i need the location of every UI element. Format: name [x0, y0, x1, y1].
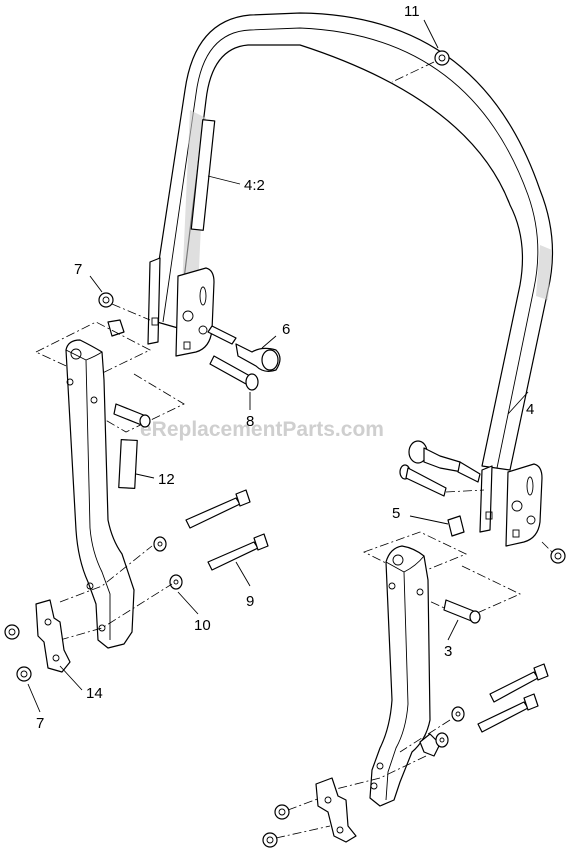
washer-right-upper [451, 706, 465, 722]
callout-10: 10 [194, 617, 211, 634]
callout-14: 14 [86, 685, 103, 702]
clip-5-right [447, 515, 465, 537]
nut-right-bracket [550, 548, 566, 564]
callout-3: 3 [444, 643, 452, 660]
spacer-right [443, 599, 481, 624]
left-lower-post [65, 339, 135, 649]
knob-pin-6-left [207, 325, 281, 372]
callout-5: 5 [392, 505, 400, 522]
nut-7-top [98, 292, 114, 308]
bolt-right-lower [477, 693, 539, 733]
washer-right-lower [435, 732, 449, 748]
washer-10-lower [169, 574, 183, 590]
bolt-9-lower-left [207, 533, 269, 571]
callout-12: 12 [158, 471, 175, 488]
nut-7-lower-b [16, 666, 32, 682]
pin-8 [209, 355, 259, 391]
callout-11: 11 [404, 3, 420, 20]
knob-pin-6-right [408, 440, 481, 483]
pin-8-right [399, 464, 447, 497]
nut-right-lower-a [274, 804, 290, 820]
spacer-left [113, 403, 151, 428]
callout-4: 4 [526, 401, 534, 418]
right-lower-post [369, 545, 441, 807]
callout-9: 9 [246, 593, 254, 610]
washer-10-upper [153, 536, 167, 552]
callout-8: 8 [246, 413, 254, 430]
plate-14-right [315, 777, 357, 843]
plate-14-left [35, 599, 71, 673]
callout-4-2: 4:2 [244, 177, 265, 194]
decal-12 [118, 439, 138, 489]
clip-5-left [107, 319, 125, 337]
callout-7-top: 7 [74, 261, 82, 278]
nut-right-lower-b [262, 832, 278, 848]
washer-11 [434, 50, 450, 66]
upper-roll-bar [149, 12, 554, 471]
nut-7-lower-a [4, 624, 20, 640]
bolt-9-upper-left [185, 489, 251, 529]
callout-6: 6 [282, 321, 290, 338]
left-upper-bracket [147, 257, 215, 357]
right-upper-bracket [479, 463, 543, 547]
bolt-right-upper [489, 663, 549, 703]
watermark-text: eReplacementParts.com [140, 418, 384, 441]
callout-7-bottom: 7 [36, 715, 44, 732]
